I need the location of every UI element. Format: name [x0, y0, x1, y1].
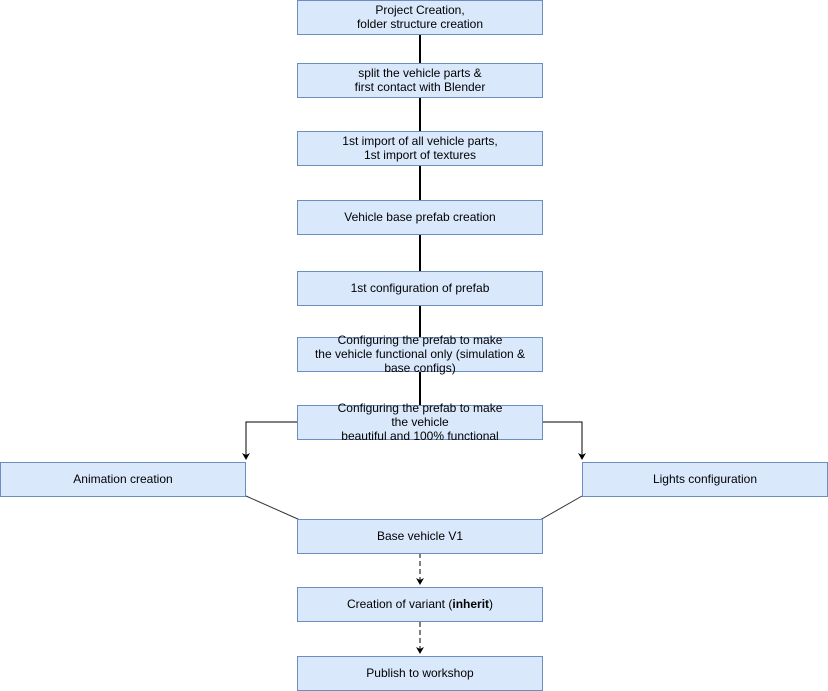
node-split-parts: split the vehicle parts & first contact …	[297, 63, 543, 98]
node-beautiful-config: Configuring the prefab to make the vehic…	[297, 401, 543, 443]
node-project-creation-line-1: Project Creation,	[375, 3, 464, 17]
node-base-v1: Base vehicle V1	[297, 519, 543, 554]
node-first-config-label: 1st configuration of prefab	[351, 281, 490, 295]
node-publish-label: Publish to workshop	[366, 666, 474, 680]
node-variant-prefix: Creation of variant (	[347, 597, 452, 611]
node-base-v1-label: Base vehicle V1	[377, 529, 463, 543]
edge-lights-to-base-v1	[539, 495, 583, 521]
node-base-prefab-label: Vehicle base prefab creation	[344, 210, 495, 224]
node-first-import: 1st import of all vehicle parts, 1st imp…	[297, 131, 543, 166]
node-beautiful-config-line-2: the vehicle	[391, 415, 449, 429]
node-split-parts-line-1: split the vehicle parts &	[358, 66, 481, 80]
node-functional-config-line-2: the vehicle functional only (simulation …	[315, 347, 525, 361]
node-animation: Animation creation	[0, 462, 246, 497]
edges	[242, 35, 586, 654]
node-first-config: 1st configuration of prefab	[297, 271, 543, 306]
node-animation-label: Animation creation	[73, 472, 172, 486]
edge-animation-to-base-v1	[245, 495, 301, 521]
node-variant-suffix: )	[489, 597, 493, 611]
node-functional-config: Configuring the prefab to make the vehic…	[297, 333, 543, 375]
node-functional-config-line-3: base configs)	[384, 361, 455, 375]
node-project-creation: Project Creation, folder structure creat…	[297, 0, 543, 35]
edge-beautiful-to-lights	[543, 421, 586, 460]
node-project-creation-line-2: folder structure creation	[357, 17, 483, 31]
node-variant-bold: inherit	[452, 597, 489, 611]
node-base-prefab: Vehicle base prefab creation	[297, 200, 543, 235]
edge-beautiful-to-animation	[242, 421, 297, 460]
node-variant: Creation of variant (inherit)	[297, 587, 543, 622]
node-beautiful-config-line-3: beautiful and 100% functional	[341, 429, 498, 443]
node-lights-label: Lights configuration	[653, 472, 757, 486]
node-first-import-line-2: 1st import of textures	[364, 148, 476, 162]
node-lights: Lights configuration	[582, 462, 828, 497]
node-beautiful-config-line-1: Configuring the prefab to make	[338, 401, 503, 415]
node-functional-config-line-1: Configuring the prefab to make	[338, 333, 503, 347]
node-variant-label: Creation of variant (inherit)	[347, 597, 493, 611]
node-first-import-line-1: 1st import of all vehicle parts,	[342, 134, 497, 148]
node-split-parts-line-2: first contact with Blender	[355, 80, 486, 94]
node-publish: Publish to workshop	[297, 656, 543, 691]
